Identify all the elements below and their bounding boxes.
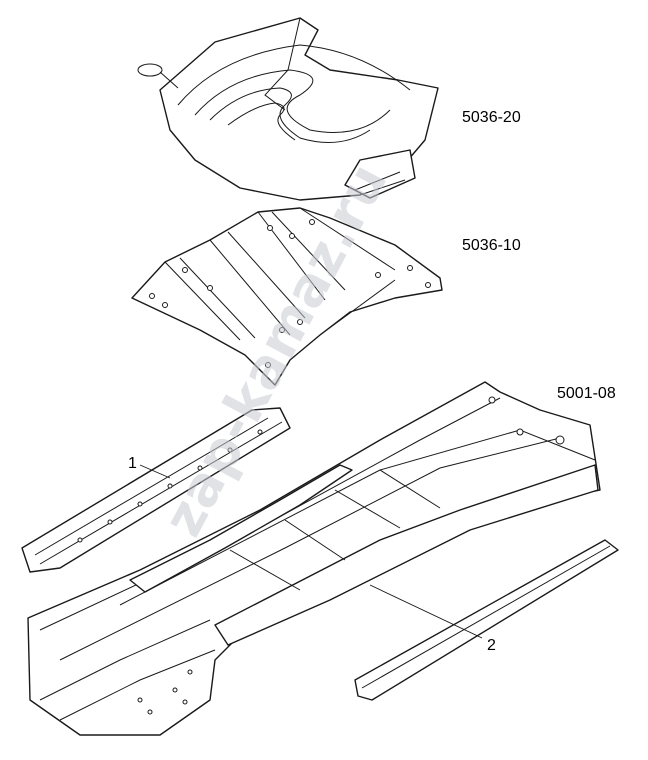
vehicle-frame — [27, 381, 601, 736]
fifth-wheel-coupling — [137, 17, 439, 201]
mounting-plate — [131, 207, 443, 386]
label-mounting-plate: 5036-10 — [462, 237, 521, 254]
label-part-1: 1 — [128, 455, 137, 472]
reinforcement-bar-2 — [354, 539, 619, 701]
label-frame: 5001-08 — [557, 385, 616, 402]
reinforcement-bar-1 — [21, 407, 291, 573]
label-part-2: 2 — [487, 637, 496, 654]
leader-part-1 — [139, 464, 171, 479]
leader-part-2 — [369, 584, 483, 639]
label-fifth-wheel: 5036-20 — [462, 109, 521, 126]
